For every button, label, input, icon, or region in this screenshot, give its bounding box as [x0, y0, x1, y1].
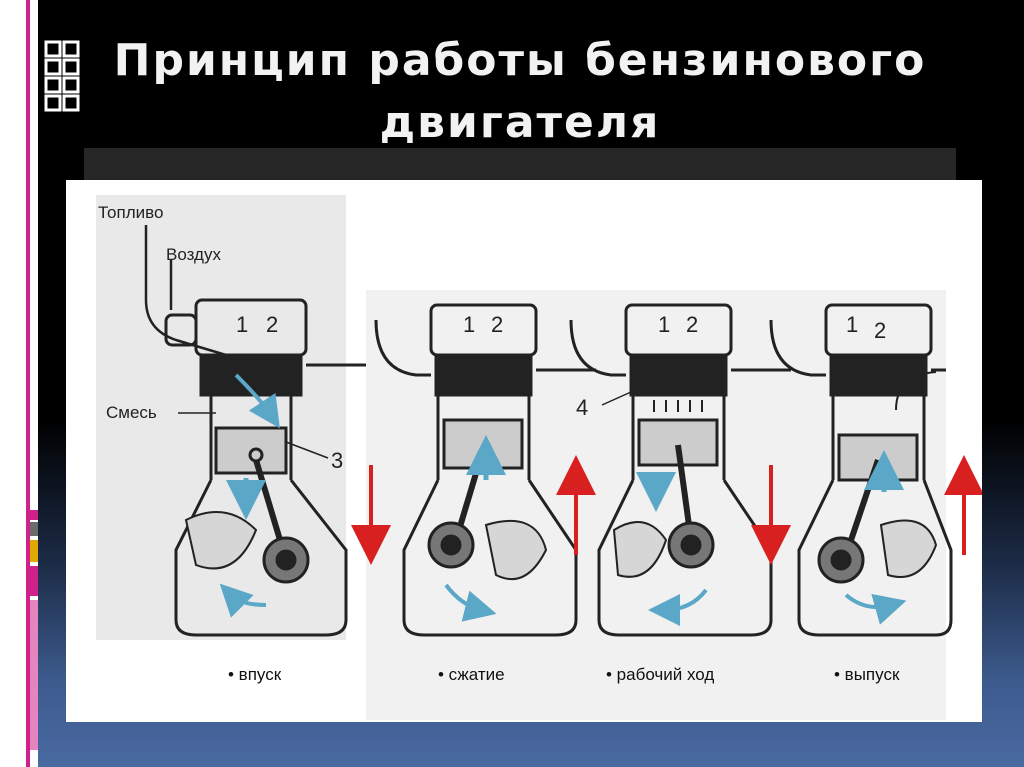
- left-accent-block-5: [30, 600, 38, 750]
- label-valve-1: 1: [658, 312, 670, 337]
- crank-web: [879, 519, 938, 578]
- label-piston: 3: [331, 448, 343, 473]
- crankcase: [797, 479, 953, 637]
- intake-pipe: [569, 319, 626, 377]
- left-accent-block-1: [30, 510, 38, 520]
- exhaust-flow-arrow: [895, 371, 937, 411]
- caption-compression: • сжатие: [438, 665, 505, 684]
- piston: [837, 433, 919, 482]
- exhaust-rotation-arrow: [844, 593, 907, 625]
- engine-diagram-panel: Топливо Воздух Смесь 1 2 3 1 2: [66, 180, 982, 722]
- caption-exhaust: • выпуск: [834, 665, 900, 684]
- slide-title: Принцип работы бензинового двигателя: [60, 30, 980, 154]
- crank-web: [612, 521, 668, 578]
- left-accent-block-4: [30, 566, 38, 596]
- cylinder-wall: [436, 395, 531, 480]
- label-valve-2: 2: [491, 312, 503, 337]
- label-valve-1: 1: [236, 312, 248, 337]
- crank-web: [484, 519, 548, 580]
- cylinder-wall: [831, 395, 926, 480]
- left-accent-block-2: [30, 522, 38, 536]
- label-valve-2: 2: [686, 312, 698, 337]
- crankcase: [597, 479, 773, 637]
- crank-hub: [275, 549, 297, 571]
- cylinder-wall: [209, 395, 293, 480]
- intake-flow-arrow: [234, 373, 280, 429]
- intake-manifold: [164, 313, 198, 347]
- label-valve-1: 1: [846, 312, 858, 337]
- title-line-1: Принцип работы бензинового: [113, 35, 927, 86]
- label-spark-plug: 4: [576, 395, 588, 420]
- engine-diagram-svg: Топливо Воздух Смесь 1 2 3 1 2: [96, 195, 982, 720]
- caption-power: • рабочий ход: [606, 665, 714, 684]
- caption-intake: • впуск: [228, 665, 282, 684]
- crank-hub: [680, 534, 702, 556]
- title-grid-decoration: [44, 40, 80, 112]
- ignition-sparks: [653, 400, 703, 412]
- label-valve-1: 1: [463, 312, 475, 337]
- label-fuel: Топливо: [98, 203, 163, 222]
- piston: [442, 418, 524, 470]
- intake-pipe: [374, 319, 431, 377]
- crank-hub: [830, 549, 852, 571]
- combustion-chamber: [829, 353, 928, 397]
- crank-web: [184, 511, 258, 570]
- label-valve-2: 2: [874, 318, 886, 343]
- compression-rotation-arrow: [444, 583, 497, 622]
- cylinder-wall: [631, 395, 726, 480]
- title-line-2: двигателя: [379, 97, 661, 148]
- combustion-chamber: [629, 353, 728, 397]
- plug-leader: [601, 391, 632, 406]
- left-accent-pink-bar: [26, 0, 30, 767]
- crank-hub: [440, 534, 462, 556]
- intake-pipe: [769, 319, 826, 377]
- power-rotation-arrow: [648, 588, 708, 626]
- combustion-chamber: [434, 353, 533, 397]
- label-valve-2: 2: [266, 312, 278, 337]
- title-underline-band: [84, 148, 956, 182]
- intake-fuel-pipe: [144, 225, 227, 357]
- left-accent-block-3: [30, 540, 38, 562]
- engine-exhaust: [769, 303, 953, 637]
- intake-rotation-arrow: [219, 583, 267, 618]
- engine-power: [569, 303, 791, 637]
- crankcase: [174, 479, 348, 637]
- piston-leader: [285, 441, 329, 459]
- label-air: Воздух: [166, 245, 221, 264]
- label-mixture: Смесь: [106, 403, 157, 422]
- crankcase: [402, 479, 578, 637]
